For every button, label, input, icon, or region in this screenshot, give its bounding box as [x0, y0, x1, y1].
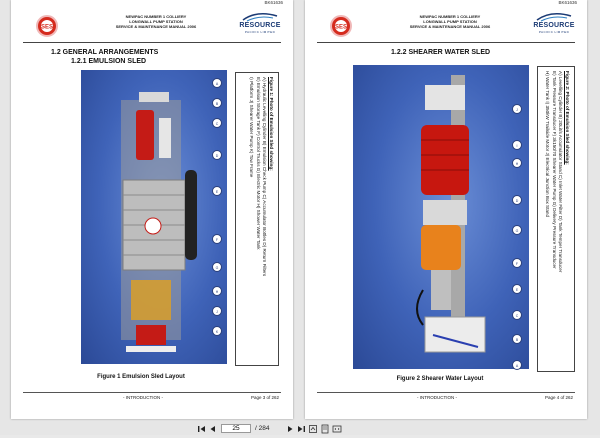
page-4: BK61636 SES NEWPAC NUMBER 1 COLLIERY LON…	[305, 0, 587, 419]
callout-marker: G	[212, 262, 222, 272]
shearer-water-sled-photo	[353, 65, 529, 369]
doc-number: BK61636	[264, 0, 283, 5]
footer-section: - INTRODUCTION -	[417, 395, 457, 400]
header-line: NEWPAC NUMBER 1 COLLIERY	[125, 14, 187, 19]
footer-rule	[317, 392, 575, 393]
legend-line: A) Levelling Cylinder B) 20Lit/s Accumul…	[558, 71, 564, 273]
callout-marker: D	[512, 195, 522, 205]
header-line: NEWPAC NUMBER 1 COLLIERY	[419, 14, 481, 19]
footer-page-number: Page 4 of 262	[544, 395, 573, 400]
next-page-icon[interactable]	[285, 424, 295, 434]
page-3: BK61636 SES NEWPAC NUMBER 1 COLLIERY LON…	[11, 0, 293, 419]
figure-legend: Figure 1: Photo of Emulsion Sled showing…	[235, 72, 279, 366]
figure-caption: Figure 1 Emulsion Sled Layout	[97, 374, 185, 380]
figure-caption: Figure 2 Shearer Water Layout	[396, 376, 484, 382]
header-line: LONGWALL PUMP STATION	[129, 19, 183, 24]
legend-line: E) Emulsion Storage Tank F) Control Truc…	[256, 77, 261, 250]
header-rule	[317, 42, 575, 43]
callout-marker: I	[512, 140, 522, 150]
header-rule	[23, 42, 281, 43]
footer-rule	[23, 392, 281, 393]
callout-marker: K	[212, 326, 222, 336]
doc-number: BK61636	[558, 0, 577, 5]
resource-pacific-logo: RESOURCE PACIFIC LIMITED	[237, 12, 283, 34]
fit-page-icon[interactable]	[320, 424, 330, 434]
callout-marker: G	[512, 225, 522, 235]
header-line: SERVICE & MAINTENANCE MANUAL 2006	[409, 24, 491, 29]
callout-marker: H	[512, 158, 522, 168]
footer-page-number: Page 3 of 262	[250, 395, 279, 400]
legend-line: E) Tank Pressure Transducer F) 3k150/70 …	[552, 71, 557, 269]
svg-text:SES: SES	[41, 25, 53, 31]
last-page-icon[interactable]	[296, 424, 306, 434]
resource-pacific-logo: RESOURCE PACIFIC LIMITED	[531, 12, 577, 34]
header-lines: NEWPAC NUMBER 1 COLLIERY LONGWALL PUMP S…	[400, 14, 500, 29]
ses-logo: SES	[330, 15, 352, 37]
callout-marker: B	[212, 98, 222, 108]
brand-sub: PACIFIC LIMITED	[538, 30, 570, 34]
callout-marker: F	[512, 258, 522, 268]
callout-marker: C	[212, 118, 222, 128]
header-line: LONGWALL PUMP STATION	[423, 19, 477, 24]
brand-name: RESOURCE	[239, 22, 281, 29]
callout-marker: E	[212, 186, 222, 196]
callout-marker: J	[212, 306, 222, 316]
legend-text: Figure 1: Photo of Emulsion Sled showing…	[248, 77, 275, 277]
legend-text: Figure 2: Photo of Emulsion Sled showing…	[544, 71, 571, 273]
page-navigation-toolbar: / 284	[0, 423, 600, 435]
callout-marker: E	[512, 284, 522, 294]
callout-marker: D	[212, 150, 222, 160]
brand-sub: PACIFIC LIMITED	[244, 30, 276, 34]
legend-title: Figure 1: Photo of Emulsion Sled showing…	[269, 77, 274, 171]
figure-legend: Figure 2: Photo of Emulsion Sled showing…	[537, 66, 575, 372]
first-page-icon[interactable]	[197, 424, 207, 434]
header-line: SERVICE & MAINTENANCE MANUAL 2006	[115, 24, 197, 29]
footer-section: - INTRODUCTION -	[123, 395, 163, 400]
brand-name: RESOURCE	[533, 22, 575, 29]
header-lines: NEWPAC NUMBER 1 COLLIERY LONGWALL PUMP S…	[106, 14, 206, 29]
subsection-heading: 1.2.2 SHEARER WATER SLED	[391, 49, 491, 56]
page-number-input[interactable]	[221, 424, 251, 433]
callout-marker: A	[212, 78, 222, 88]
callout-marker: A	[512, 360, 522, 370]
fit-width-icon[interactable]	[332, 424, 342, 434]
page-total: / 284	[255, 425, 270, 432]
emulsion-sled-photo	[81, 70, 227, 364]
section-heading: 1.2 GENERAL ARRANGEMENTS	[51, 49, 159, 56]
callout-marker: F	[212, 234, 222, 244]
legend-line: A) Hydraulic Levelling Cylinder B) Emuls…	[262, 77, 268, 277]
svg-text:SES: SES	[335, 25, 347, 31]
callout-marker: H	[212, 286, 222, 296]
prev-page-icon[interactable]	[208, 424, 218, 434]
callout-marker: B	[512, 334, 522, 344]
ses-logo: SES	[36, 15, 58, 37]
callout-marker: J	[512, 104, 522, 114]
page-up-icon[interactable]	[308, 424, 318, 434]
subsection-heading: 1.2.1 EMULSION SLED	[71, 58, 147, 65]
legend-title: Figure 2: Photo of Emulsion Sled showing…	[565, 71, 570, 165]
callout-marker: C	[512, 310, 522, 320]
